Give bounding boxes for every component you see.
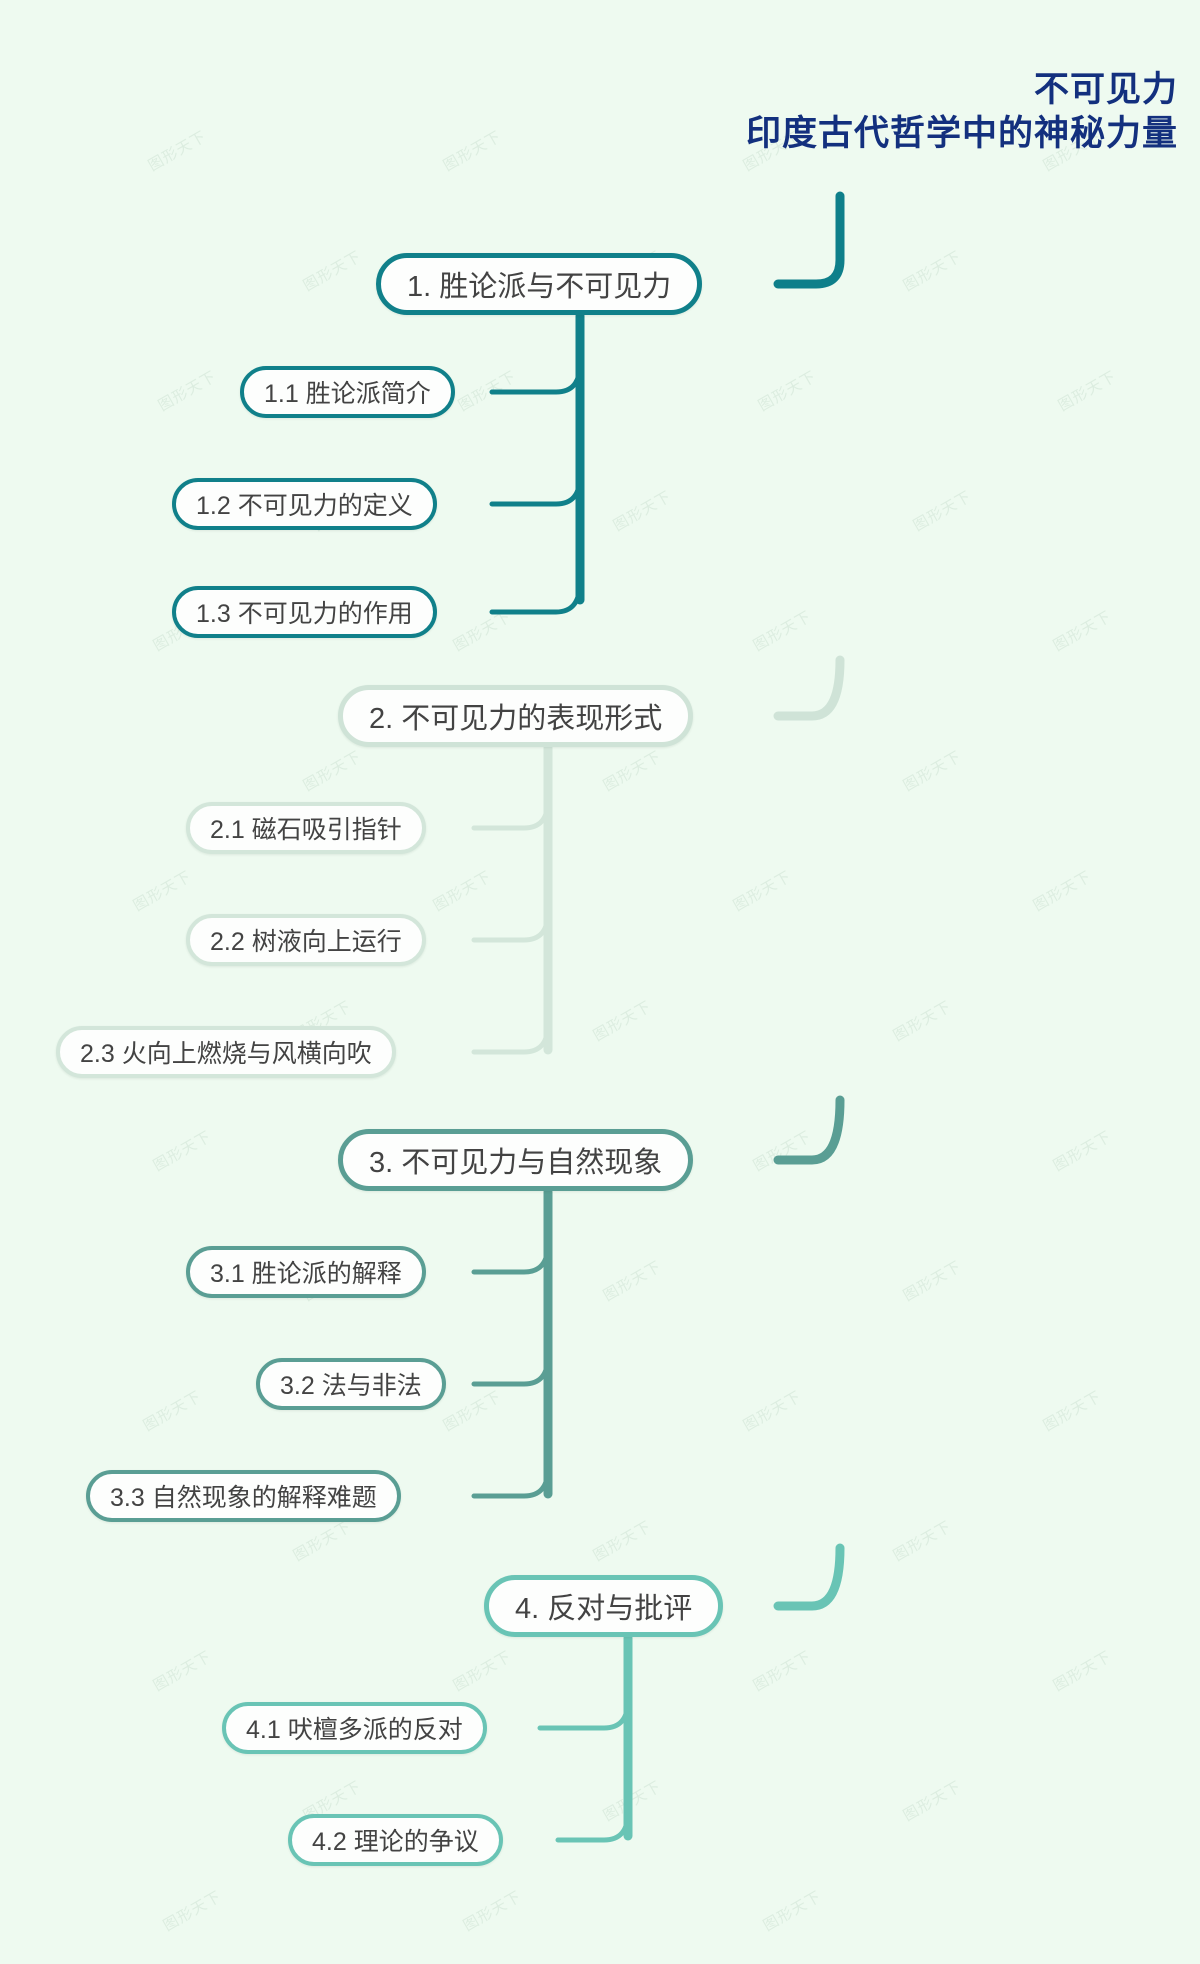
watermark: 图形天下: [751, 608, 815, 655]
watermark: 图形天下: [456, 368, 520, 415]
watermark: 图形天下: [1031, 868, 1095, 915]
watermark: 图形天下: [891, 1518, 955, 1565]
watermark: 图形天下: [291, 1518, 355, 1565]
watermark: 图形天下: [141, 1388, 205, 1435]
watermark: 图形天下: [901, 248, 965, 295]
watermark: 图形天下: [441, 1388, 505, 1435]
watermark: 图形天下: [151, 1648, 215, 1695]
watermark: 图形天下: [156, 368, 220, 415]
watermark: 图形天下: [1051, 1128, 1115, 1175]
branch-child-2-2[interactable]: 2.2 树液向上运行: [186, 914, 426, 966]
watermark: 图形天下: [301, 248, 365, 295]
watermark: 图形天下: [731, 868, 795, 915]
watermark: 图形天下: [131, 868, 195, 915]
watermark: 图形天下: [451, 608, 515, 655]
watermark: 图形天下: [901, 748, 965, 795]
watermark: 图形天下: [301, 748, 365, 795]
title-line-1: 不可见力: [1033, 70, 1178, 109]
branch-child-2-1[interactable]: 2.1 磁石吸引指针: [186, 802, 426, 854]
branch-node-1[interactable]: 1. 胜论派与不可见力: [376, 253, 703, 315]
branch-node-4[interactable]: 4. 反对与批评: [484, 1575, 724, 1637]
branch-child-3-1[interactable]: 3.1 胜论派的解释: [186, 1246, 426, 1298]
watermark: 图形天下: [441, 128, 505, 175]
watermark: 图形天下: [751, 1648, 815, 1695]
watermark: 图形天下: [756, 368, 820, 415]
watermark: 图形天下: [451, 1648, 515, 1695]
watermark: 图形天下: [431, 868, 495, 915]
watermark: 图形天下: [741, 1388, 805, 1435]
watermark: 图形天下: [591, 998, 655, 1045]
branch-child-2-3[interactable]: 2.3 火向上燃烧与风横向吹: [56, 1026, 396, 1078]
watermark: 图形天下: [911, 488, 975, 535]
branch-child-1-2[interactable]: 1.2 不可见力的定义: [172, 478, 437, 530]
watermark: 图形天下: [161, 1888, 225, 1935]
watermark: 图形天下: [461, 1888, 525, 1935]
page-title: 不可见力 印度古代哲学中的神秘力量: [746, 68, 1178, 156]
branch-child-1-3[interactable]: 1.3 不可见力的作用: [172, 586, 437, 638]
watermark: 图形天下: [891, 998, 955, 1045]
watermark: 图形天下: [901, 1258, 965, 1305]
branch-child-3-2[interactable]: 3.2 法与非法: [256, 1358, 446, 1410]
watermark: 图形天下: [1041, 1388, 1105, 1435]
branch-child-4-1[interactable]: 4.1 吠檀多派的反对: [222, 1702, 487, 1754]
watermark: 图形天下: [611, 488, 675, 535]
title-line-2: 印度古代哲学中的神秘力量: [745, 114, 1178, 154]
branch-child-4-2[interactable]: 4.2 理论的争议: [288, 1814, 503, 1866]
watermark: 图形天下: [591, 1518, 655, 1565]
watermark: 图形天下: [601, 1778, 665, 1825]
watermark: 图形天下: [1051, 608, 1115, 655]
branch-node-3[interactable]: 3. 不可见力与自然现象: [338, 1129, 694, 1191]
watermark: 图形天下: [1056, 368, 1120, 415]
watermark: 图形天下: [601, 1258, 665, 1305]
watermark: 图形天下: [901, 1778, 965, 1825]
branch-child-1-1[interactable]: 1.1 胜论派简介: [240, 366, 455, 418]
watermark: 图形天下: [1051, 1648, 1115, 1695]
watermark: 图形天下: [761, 1888, 825, 1935]
watermark: 图形天下: [601, 748, 665, 795]
branch-child-3-3[interactable]: 3.3 自然现象的解释难题: [86, 1470, 401, 1522]
branch-node-2[interactable]: 2. 不可见力的表现形式: [338, 685, 694, 747]
watermark: 图形天下: [751, 1128, 815, 1175]
watermark: 图形天下: [151, 1128, 215, 1175]
watermark: 图形天下: [146, 128, 210, 175]
